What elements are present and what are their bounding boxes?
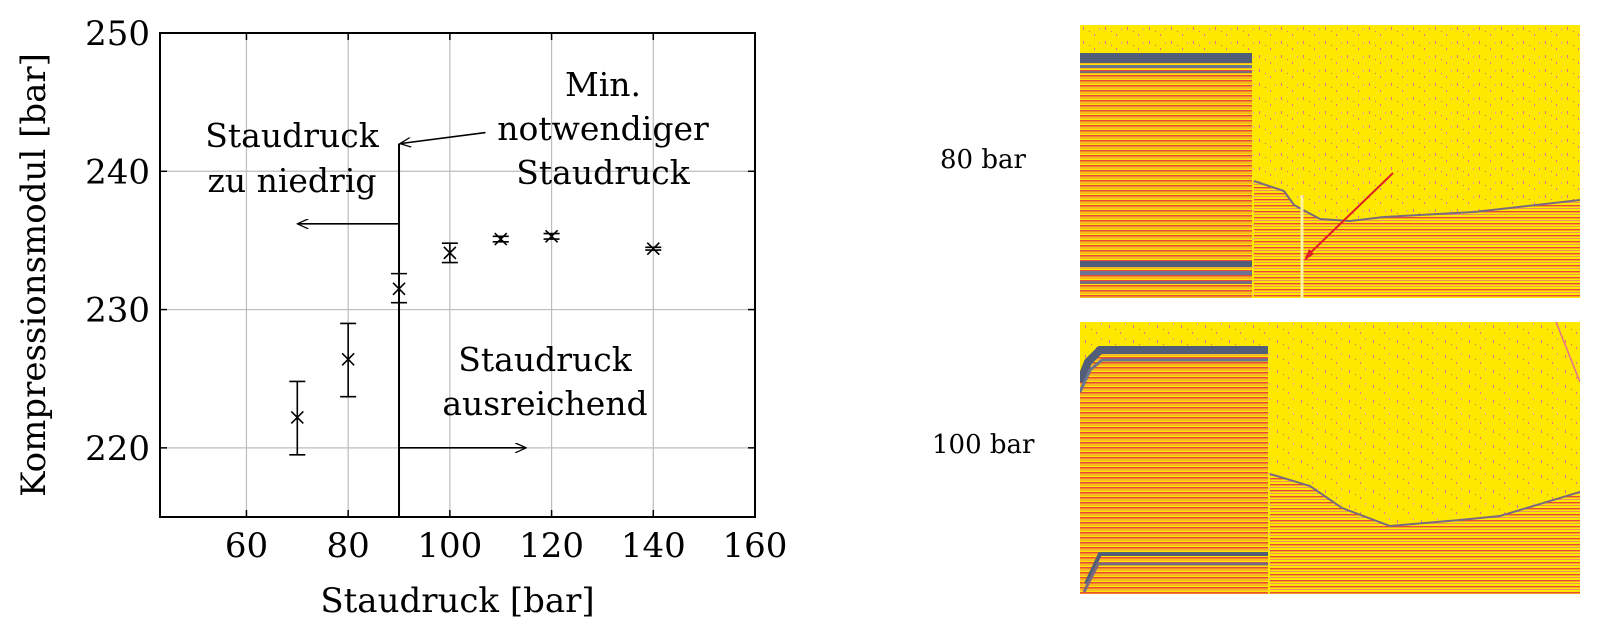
- label-80-bar: 80 bar: [940, 145, 1026, 175]
- y-tick-label: 250: [85, 14, 150, 54]
- annotation-too-low: Staudruck: [205, 116, 379, 155]
- data-point: [545, 229, 559, 243]
- annotation-min-pressure: Min.: [565, 65, 641, 104]
- y-axis-label: Kompressionsmodul [bar]: [14, 53, 54, 497]
- x-tick-label: 160: [723, 526, 788, 566]
- arrow-min-pressure: [400, 131, 486, 144]
- x-axis-label: Staudruck [bar]: [320, 581, 594, 621]
- annotation-min-pressure: notwendiger: [497, 109, 709, 148]
- x-tick-label: 120: [519, 526, 584, 566]
- data-point: [290, 410, 304, 424]
- y-tick-label: 230: [85, 291, 150, 331]
- data-point: [341, 352, 355, 366]
- x-tick-label: 140: [621, 526, 686, 566]
- data-point: [443, 246, 457, 260]
- x-tick-label: 60: [225, 526, 268, 566]
- x-tick-label: 100: [417, 526, 482, 566]
- data-point: [392, 282, 406, 296]
- annotation-sufficient: Staudruck: [458, 340, 632, 379]
- ultrasound-image-80-bar: [1080, 25, 1580, 298]
- plot-frame: [159, 32, 756, 518]
- x-tick-label: 80: [327, 526, 370, 566]
- label-100-bar: 100 bar: [932, 430, 1035, 460]
- annotation-sufficient: ausreichend: [442, 384, 647, 423]
- annotation-too-low: zu niedrig: [207, 161, 376, 200]
- ultrasound-image-100-bar: [1080, 322, 1580, 594]
- y-tick-label: 240: [85, 152, 150, 192]
- data-point: [494, 232, 508, 246]
- y-tick-label: 220: [85, 429, 150, 469]
- data-point: [646, 242, 660, 256]
- annotation-min-pressure: Staudruck: [516, 153, 690, 192]
